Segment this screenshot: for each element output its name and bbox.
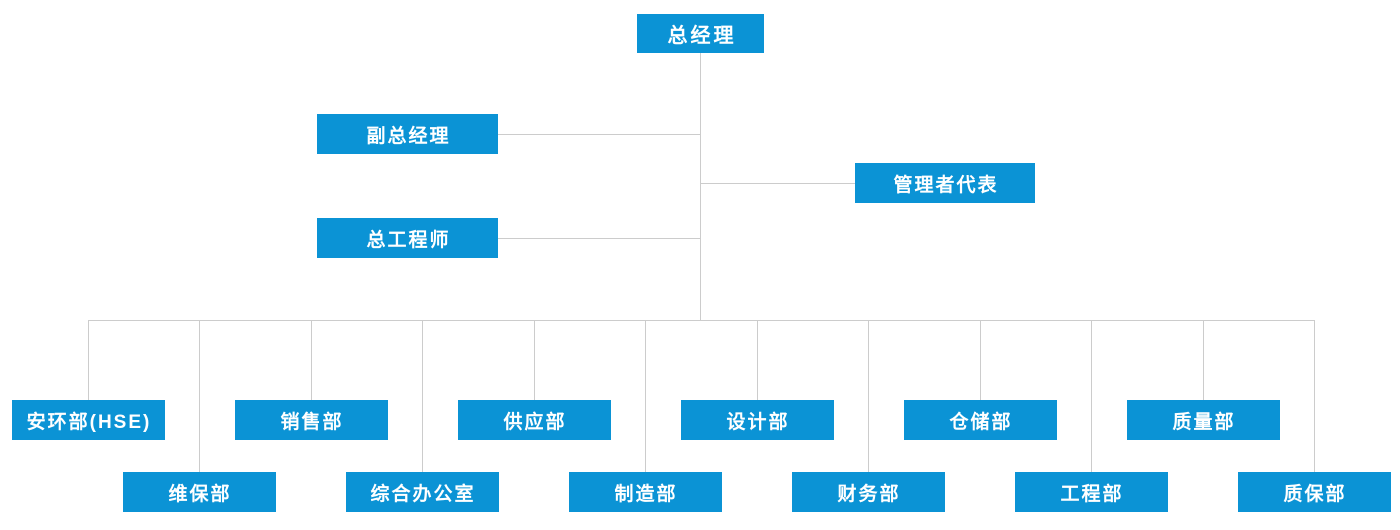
connector-line [498,238,700,239]
connector-line [1203,320,1204,400]
org-node-department: 财务部 [791,472,945,512]
connector-line [868,320,869,472]
connector-line [199,320,200,472]
org-node-deputy-general-manager: 副总经理 [317,114,498,154]
connector-line [700,183,855,184]
connector-line [645,320,646,472]
org-node-department: 综合办公室 [345,472,499,512]
org-node-department: 质量部 [1126,400,1280,440]
connector-line [498,134,700,135]
connector-line [980,320,981,400]
org-node-chief-engineer: 总工程师 [317,218,498,258]
connector-line [311,320,312,400]
org-node-department: 工程部 [1014,472,1168,512]
org-node-department: 供应部 [457,400,611,440]
org-node-department: 安环部(HSE) [11,400,165,440]
connector-line [88,320,1314,321]
connector-line [422,320,423,472]
org-node-general-manager: 总经理 [637,14,764,53]
connector-line [88,320,89,400]
org-node-department: 制造部 [568,472,722,512]
org-node-department: 设计部 [680,400,834,440]
connector-line [1091,320,1092,472]
connector-line [757,320,758,400]
connector-line [1314,320,1315,472]
org-node-department: 仓储部 [903,400,1057,440]
org-node-department: 维保部 [122,472,276,512]
org-node-department: 质保部 [1237,472,1391,512]
connector-line [700,53,701,320]
org-node-department: 销售部 [234,400,388,440]
org-node-management-representative: 管理者代表 [855,163,1035,203]
connector-line [534,320,535,400]
